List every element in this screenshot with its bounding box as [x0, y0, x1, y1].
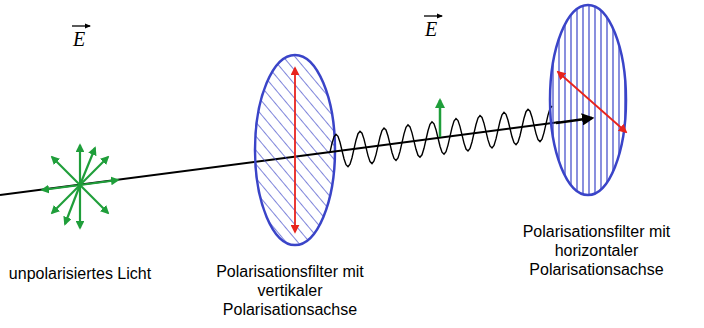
light-label: unpolarisiertes Licht: [5, 264, 155, 283]
vertical-polarizer: [255, 55, 335, 245]
filter-label: Polarisationsfilter mit horizontaler Pol…: [494, 222, 699, 279]
field-symbol: E: [425, 18, 445, 40]
vector-arrow: [424, 15, 442, 16]
field-symbol: E: [73, 28, 93, 50]
field-vector: [439, 100, 442, 137]
filter-label: Polarisationsfilter mit vertikaler Polar…: [190, 262, 390, 319]
beam-arrow: [556, 118, 592, 123]
unpolarized-field-vectors: [42, 145, 118, 228]
vector-arrow: [72, 25, 90, 26]
horizontal-polarizer: [550, 5, 626, 195]
